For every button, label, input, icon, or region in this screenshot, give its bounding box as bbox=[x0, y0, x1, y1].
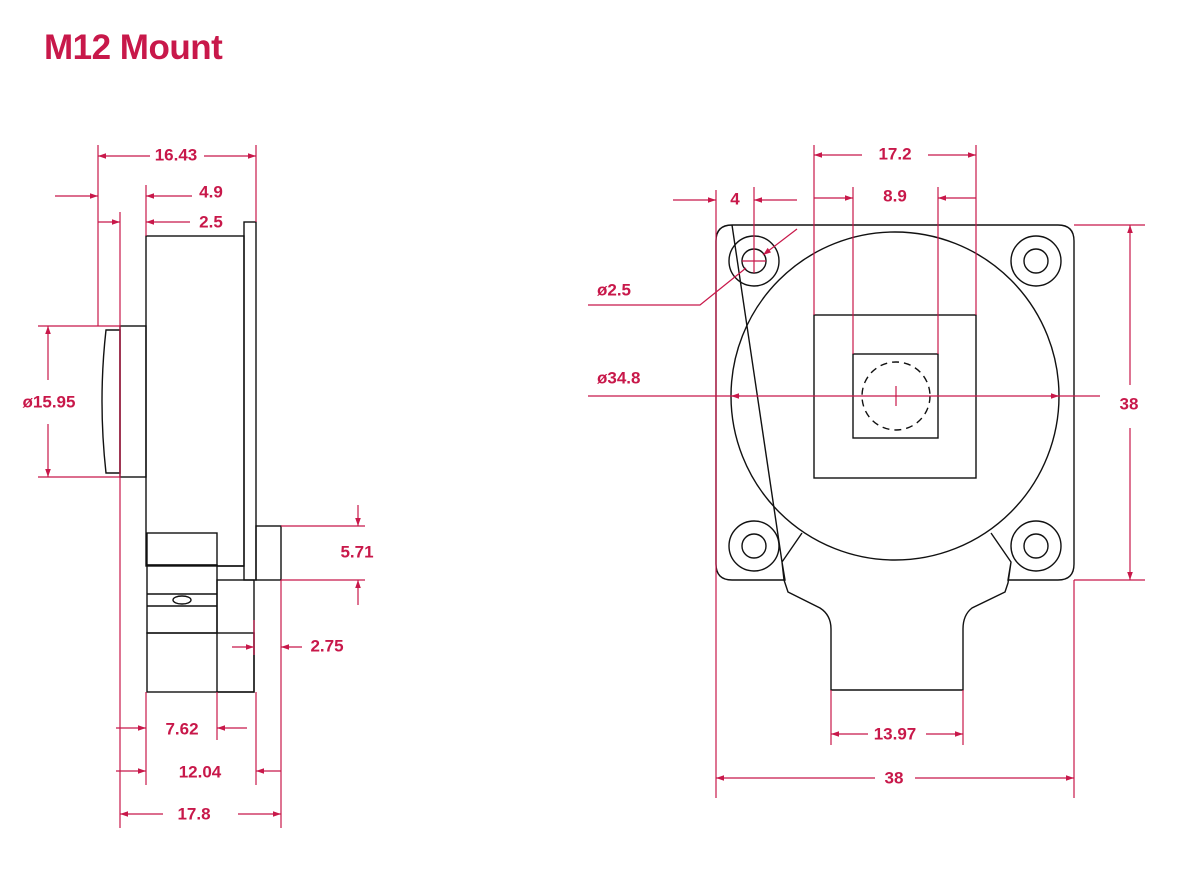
dim-base-width: 12.04 bbox=[179, 762, 222, 781]
dim-outer-square: 17.2 bbox=[878, 144, 911, 163]
dim-height: 38 bbox=[1120, 394, 1139, 413]
dim-flange-offset: 2.5 bbox=[199, 212, 223, 231]
dim-hole-offset: 4 bbox=[730, 189, 740, 208]
dim-width: 38 bbox=[885, 768, 904, 787]
front-view: 17.2 8.9 4 ø2.5 ø34.8 38 13.97 38 bbox=[588, 144, 1145, 798]
front-view-dimension-lines bbox=[588, 152, 1133, 781]
dim-block-width: 7.62 bbox=[165, 719, 198, 738]
dim-lens-offset: 4.9 bbox=[199, 182, 223, 201]
dim-overall-depth: 16.43 bbox=[155, 145, 198, 164]
side-view: 16.43 4.9 2.5 ø15.95 5.71 2.75 7.62 12.0… bbox=[23, 145, 374, 828]
page-title: M12 Mount bbox=[44, 28, 223, 67]
dim-connector-offset: 2.75 bbox=[310, 636, 343, 655]
front-view-extension-lines bbox=[588, 145, 1145, 798]
dim-hole-diameter: ø2.5 bbox=[597, 280, 631, 299]
side-view-dimension-lines bbox=[45, 153, 361, 817]
dim-connector-height: 5.71 bbox=[340, 542, 373, 561]
side-view-extension-lines bbox=[38, 145, 365, 828]
front-view-outline bbox=[715, 224, 1075, 691]
side-view-outline bbox=[101, 221, 282, 693]
dim-barrel-diameter: ø34.8 bbox=[597, 368, 640, 387]
dim-tab-width: 13.97 bbox=[874, 724, 917, 743]
dim-total-width: 17.8 bbox=[177, 804, 210, 823]
dim-lens-diameter: ø15.95 bbox=[23, 392, 76, 411]
dim-inner-square: 8.9 bbox=[883, 186, 907, 205]
